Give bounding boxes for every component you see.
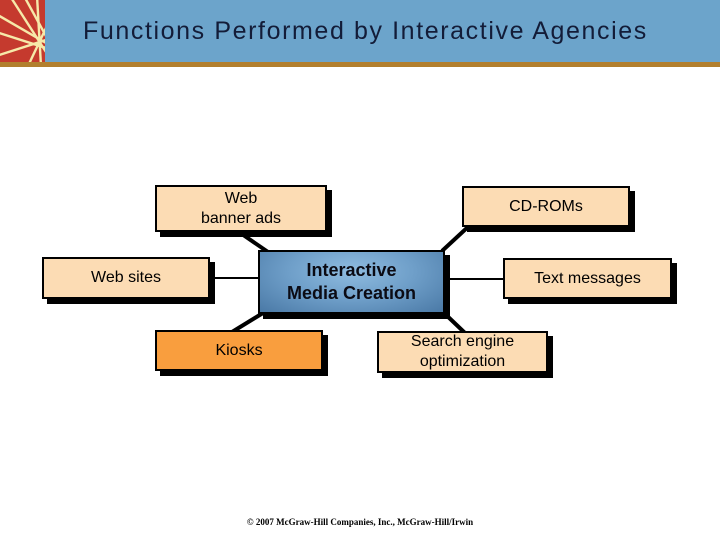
node-search-engine-optimization-label-line2: optimization (419, 353, 506, 370)
node-kiosks-label: Kiosks (215, 341, 263, 359)
connector-search-engine-optimization (441, 310, 467, 335)
node-search-engine-optimization: Search engine optimization (377, 331, 548, 373)
node-web-sites: Web sites (42, 257, 210, 299)
connector-cd-roms (440, 224, 471, 253)
page-title: Functions Performed by Interactive Agenc… (83, 16, 648, 45)
connector-kiosks (230, 311, 265, 334)
node-interactive-media-creation-label-line1: Interactive (306, 260, 397, 280)
node-kiosks: Kiosks (155, 330, 323, 371)
connector-web-banner-ads (234, 228, 270, 254)
copyright-text: © 2007 McGraw-Hill Companies, Inc., McGr… (246, 517, 474, 527)
node-search-engine-optimization-label-line1: Search engine (410, 333, 515, 350)
header-bar: Functions Performed by Interactive Agenc… (0, 0, 720, 67)
node-text-messages-label: Text messages (534, 269, 641, 287)
node-web-banner-ads: Web banner ads (155, 185, 327, 232)
starburst-logo-icon (0, 0, 45, 62)
node-cd-roms: CD-ROMs (462, 186, 630, 227)
node-interactive-media-creation-label-line2: Media Creation (286, 283, 417, 303)
node-interactive-media-creation: Interactive Media Creation (258, 250, 445, 314)
node-text-messages: Text messages (503, 258, 672, 299)
node-web-banner-ads-label-line2: banner ads (200, 209, 282, 227)
node-web-banner-ads-label-line1: Web (224, 189, 258, 207)
node-cd-roms-label: CD-ROMs (509, 197, 583, 215)
node-web-sites-label: Web sites (91, 269, 161, 286)
